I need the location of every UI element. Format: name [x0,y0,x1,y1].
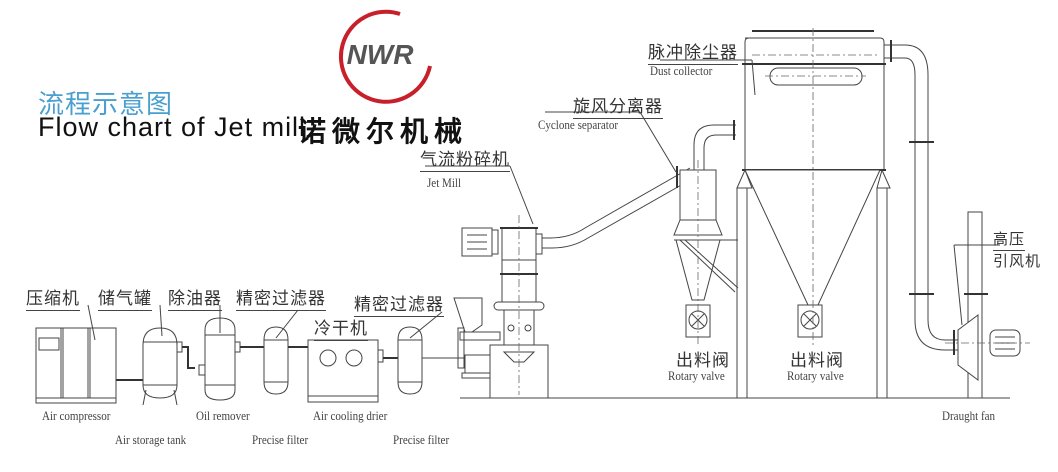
air-storage-tank-label-cn: 储气罐 [98,284,152,311]
jet-mill-drawing [461,215,549,399]
draught-fan-label-cn-2: 引风机 [993,252,1042,270]
rotary-valve-1-label-en: Rotary valve [668,368,725,383]
draught-fan-label-en: Draught fan [942,408,996,423]
pipe-collector-to-fan [884,40,958,351]
dust-collector-label-en: Dust collector [650,63,713,78]
air-cooling-drier-label-cn: 冷干机 [314,314,368,341]
oil-remover-drawing [198,317,264,401]
dust-collector-drawing [736,28,891,398]
feeder-drawing [453,297,501,379]
jet-mill-label-en: Jet Mill [427,175,462,190]
draught-fan-drawing [945,211,1030,399]
brand-name: 诺微尔机械 [298,115,469,148]
air-cooling-drier-label-en: Air cooling drier [313,408,388,423]
rotary-valve-1-label-cn: 出料阀 [676,351,730,371]
cyclone-drawing [673,120,739,345]
air-compressor-drawing [35,327,143,404]
precise-filter-2-drawing [397,326,470,395]
oil-remover-label-en: Oil remover [196,408,250,423]
logo-ring-icon [338,9,432,104]
precise-filter-1-drawing [263,326,308,395]
logo-text: NWR [347,39,415,70]
precise-filter-1-label-en: Precise filter [252,432,309,447]
title-english: Flow chart of Jet mill [38,112,307,142]
title-chinese: 流程示意图 [38,90,174,120]
nwr-logo: NWR [338,9,432,104]
precise-filter-2-label-cn: 精密过滤器 [354,290,444,317]
precise-filter-2-label-en: Precise filter [393,432,450,447]
air-storage-tank-label-en: Air storage tank [115,432,187,447]
air-compressor-label-cn: 压缩机 [26,284,80,311]
draught-fan-label-cn-1: 高压 [993,228,1026,251]
air-cooling-drier-drawing [307,339,398,403]
dust-collector-label-cn: 脉冲除尘器 [648,38,738,65]
air-compressor-label-en: Air compressor [42,408,111,423]
precise-filter-1-label-cn: 精密过滤器 [236,284,326,311]
jet-mill-label-cn: 气流粉碎机 [420,145,510,172]
cyclone-label-cn: 旋风分离器 [573,92,663,119]
oil-remover-label-cn: 除油器 [168,284,222,311]
cyclone-label-en: Cyclone separator [538,117,619,132]
air-storage-tank-drawing [142,327,195,406]
pipe-mill-to-cyclone [542,167,691,239]
rotary-valve-2-label-cn: 出料阀 [790,351,844,371]
leader-lines [87,59,1000,341]
rotary-valve-2-label-en: Rotary valve [787,368,844,383]
